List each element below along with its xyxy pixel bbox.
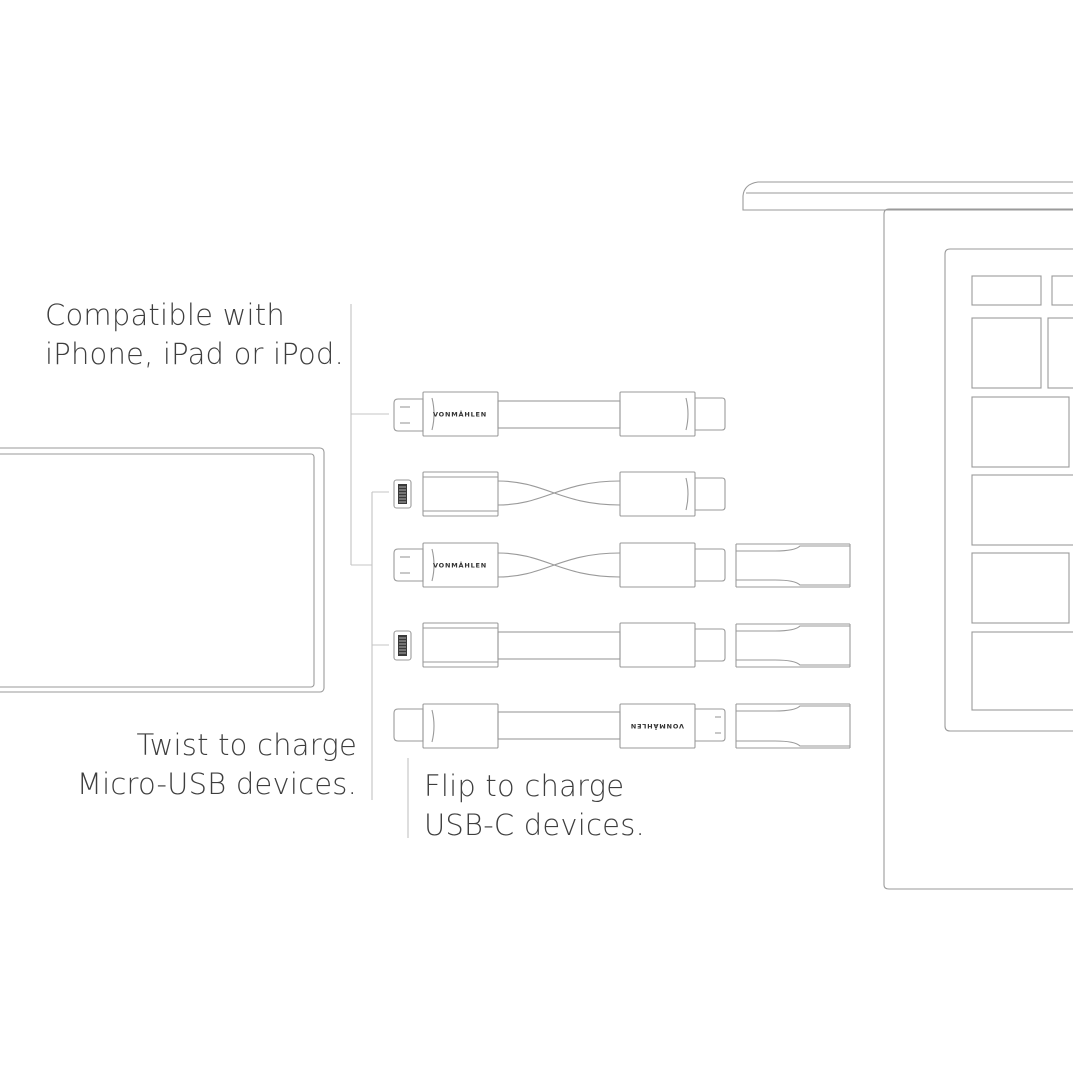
usb-adapter-2 (735, 623, 851, 668)
bracket-lines (350, 304, 409, 838)
caption-compatible-line-2: iPhone, iPad or iPod. (45, 337, 344, 371)
cable-4 (393, 622, 851, 668)
brand-label-cable-1: VONMÄHLEN (433, 410, 487, 419)
cable-1 (393, 391, 726, 437)
brand-label-cable-5-flipped: VONMÄHLEN (630, 722, 684, 731)
laptop-outline (742, 181, 1073, 890)
laptop-keyboard (971, 275, 1073, 711)
cable-5 (393, 703, 851, 749)
caption-compatible: Compatible with iPhone, iPad or iPod. (45, 296, 344, 374)
brand-label-cable-3: VONMÄHLEN (433, 561, 487, 570)
caption-twist-line-2: Micro-USB devices. (76, 767, 357, 801)
caption-flip: Flip to charge USB-C devices. (424, 767, 645, 845)
caption-compatible-line-1: Compatible with (45, 298, 285, 332)
cable-3 (393, 542, 851, 588)
caption-twist-line-1: Twist to charge (136, 728, 357, 762)
cable-2 (393, 471, 726, 517)
caption-flip-line-2: USB-C devices. (424, 808, 645, 842)
usb-adapter-1 (735, 543, 851, 588)
usb-adapter-3 (735, 703, 851, 749)
caption-twist: Twist to charge Micro-USB devices. (77, 726, 357, 804)
tablet-outline (0, 447, 325, 693)
caption-flip-line-1: Flip to charge (424, 769, 625, 803)
